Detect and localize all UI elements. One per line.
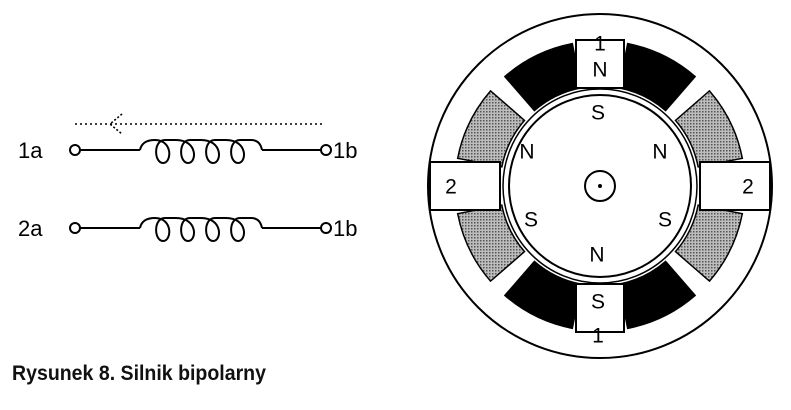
phase-label-right: 2 <box>742 176 754 199</box>
arrowhead-icon <box>108 113 123 135</box>
terminal-2a <box>69 222 81 234</box>
terminal-label-2a: 2a <box>18 216 43 241</box>
figure-caption: Rysunek 8. Silnik bipolarny <box>12 362 266 385</box>
terminal-2b <box>320 222 332 234</box>
rotor-pole-upper-left: N <box>519 141 534 164</box>
winding-phase-2 <box>674 204 744 283</box>
shaft <box>584 170 616 202</box>
stator-pole-bottom-label: S <box>591 291 605 314</box>
phase-label-top: 1 <box>594 33 606 56</box>
coil-1: 1a 1b <box>18 113 357 165</box>
shaft-center <box>598 184 602 188</box>
stator-pole-top-label: N <box>592 59 607 82</box>
winding-phase-1 <box>503 260 582 330</box>
stepper-motor: 1 N S 1 2 2 S N N S S N <box>427 13 773 359</box>
terminal-label-1a: 1a <box>18 138 43 163</box>
rotor-pole-upper-right: N <box>652 141 667 164</box>
coil-2: 2a 1b <box>18 216 357 243</box>
pole-right <box>699 161 771 211</box>
pole-left <box>429 161 501 211</box>
rotor-pole-top: S <box>591 102 605 125</box>
terminal-label-2b: 1b <box>333 216 357 241</box>
rotor-pole-lower-right: S <box>658 209 672 232</box>
pole-bottom <box>575 283 625 333</box>
phase-label-bottom: 1 <box>592 325 604 348</box>
rotor-pole-bottom: N <box>589 244 604 267</box>
phase-label-left: 2 <box>445 176 457 199</box>
terminal-1b <box>320 144 332 156</box>
pole-top <box>575 39 625 89</box>
winding-phase-1 <box>618 42 697 112</box>
inductor-coil-1 <box>139 138 263 165</box>
winding-phase-2 <box>456 89 526 168</box>
terminal-1a <box>69 144 81 156</box>
inductor-coil-2 <box>139 216 263 243</box>
rotor-pole-lower-left: S <box>524 209 538 232</box>
terminal-label-1b: 1b <box>333 138 357 163</box>
